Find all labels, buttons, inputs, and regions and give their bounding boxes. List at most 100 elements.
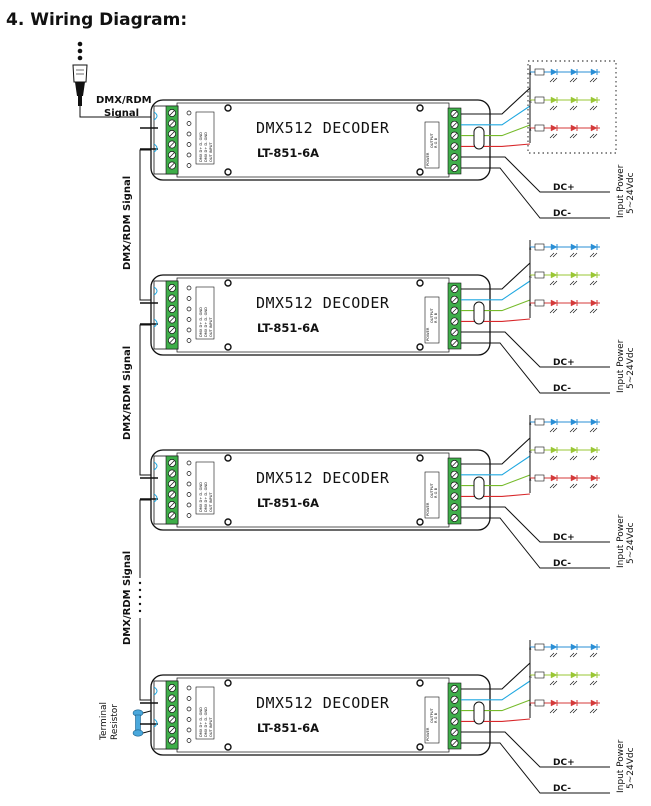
left-label-bottom: DMX D+ D- GND — [204, 132, 208, 162]
led-color-letter: R — [529, 478, 532, 482]
right-label-output: OUTPUT — [430, 708, 434, 723]
terminal-hole — [186, 327, 192, 333]
terminal-hole — [186, 317, 192, 322]
terminal-label-line2: Resistor — [110, 704, 120, 740]
terminal-hole — [186, 727, 192, 733]
led-icon — [550, 299, 558, 307]
decoder-brand: DMX512 DECODER — [256, 119, 390, 137]
grommet — [473, 476, 485, 500]
input-power-label-line2: 5~24Vdc — [626, 172, 636, 214]
right-label-rgb: R G B — [434, 487, 438, 498]
led-icon — [570, 96, 578, 104]
link-label-1: DMX/RDM Signal — [122, 176, 133, 270]
led-icon — [550, 446, 558, 454]
led-icon — [550, 699, 558, 707]
left-label-bottom: DMX D+ D- GND — [204, 482, 208, 512]
screw-icon — [416, 168, 424, 176]
output-wire — [461, 662, 531, 690]
terminal-hole — [186, 481, 192, 487]
resistor-icon — [534, 124, 545, 132]
screw-icon — [224, 679, 232, 687]
dmx-input-cable — [79, 106, 158, 118]
led-icon — [550, 671, 558, 679]
led-icon — [590, 68, 598, 76]
led-strip: BGR — [527, 60, 617, 154]
led-icon — [570, 446, 578, 454]
output-wire — [461, 262, 531, 290]
led-icon — [550, 271, 558, 279]
right-label-power: POWER — [426, 502, 430, 516]
led-color-letter: B — [529, 247, 532, 251]
link-label-2: DMX/RDM Signal — [122, 346, 133, 440]
led-icon — [590, 124, 598, 132]
output-wire — [461, 437, 531, 465]
decoder-body — [150, 99, 491, 181]
left-label-top: DMX D+ D- GND — [199, 482, 203, 512]
right-label-output: OUTPUT — [430, 308, 434, 323]
terminal-hole — [186, 306, 192, 312]
left-label-bottom: DMX D+ D- GND — [204, 307, 208, 337]
dmx-blue-loop — [153, 286, 158, 296]
screw-icon — [224, 279, 232, 287]
led-icon — [590, 643, 598, 651]
led-icon — [550, 643, 558, 651]
dc-plus-wire — [461, 331, 600, 368]
led-color-letter: G — [529, 275, 532, 279]
decoder-model: LT-851-6A — [257, 721, 319, 735]
input-power-label-line1: Input Power — [616, 514, 626, 568]
led-icon — [570, 671, 578, 679]
terminal-hole — [186, 706, 192, 712]
left-label-box — [195, 686, 215, 740]
terminal-hole — [186, 152, 192, 158]
led-icon — [590, 299, 598, 307]
input-power-label-line2: 5~24Vdc — [626, 347, 636, 389]
dc-minus-label: DC- — [553, 559, 571, 569]
led-icon — [550, 418, 558, 426]
resistor-icon — [534, 243, 545, 251]
right-label-box — [424, 296, 440, 344]
input-power-label-line2: 5~24Vdc — [626, 747, 636, 789]
terminal-hole — [186, 121, 192, 126]
terminal-hole — [186, 738, 192, 743]
grommet — [473, 701, 485, 725]
resistor-icon — [534, 474, 545, 482]
screw-icon — [224, 168, 232, 176]
terminal-hole — [186, 492, 192, 497]
resistor-icon — [534, 68, 545, 76]
led-icon — [590, 418, 598, 426]
led-icon — [590, 699, 598, 707]
led-strip: BGR — [529, 640, 600, 718]
terminal-hole — [186, 142, 192, 147]
continuation-dot — [138, 602, 142, 606]
dmx-daisy-chain — [138, 149, 151, 701]
dc-plus-label: DC+ — [553, 533, 575, 543]
dc-plus-wire — [461, 731, 600, 768]
led-strip: BGR — [529, 415, 600, 493]
dmx-blue-loop — [153, 143, 158, 153]
dc-minus-wire — [461, 342, 600, 394]
terminal-hole — [186, 471, 192, 476]
left-label-box — [195, 111, 215, 165]
continuation-dot — [138, 609, 142, 613]
decoder-model: LT-851-6A — [257, 146, 319, 160]
led-icon — [570, 299, 578, 307]
grommet — [473, 301, 485, 325]
resistor-icon — [534, 418, 545, 426]
link-label-3: DMX/RDM Signal — [122, 551, 133, 645]
output-wire — [461, 280, 531, 301]
terminal-hole — [186, 696, 192, 701]
led-icon — [570, 271, 578, 279]
led-strip: BGR — [529, 240, 600, 318]
continuation-dot — [138, 588, 142, 592]
dmx-blue-loop — [153, 461, 158, 471]
output-wire — [461, 680, 531, 701]
dmx-blue-loop — [153, 686, 158, 696]
led-color-letter: B — [529, 72, 532, 76]
led-icon — [570, 474, 578, 482]
led-icon — [550, 68, 558, 76]
dmx-blue-loop — [153, 318, 158, 328]
right-label-box — [424, 121, 440, 169]
